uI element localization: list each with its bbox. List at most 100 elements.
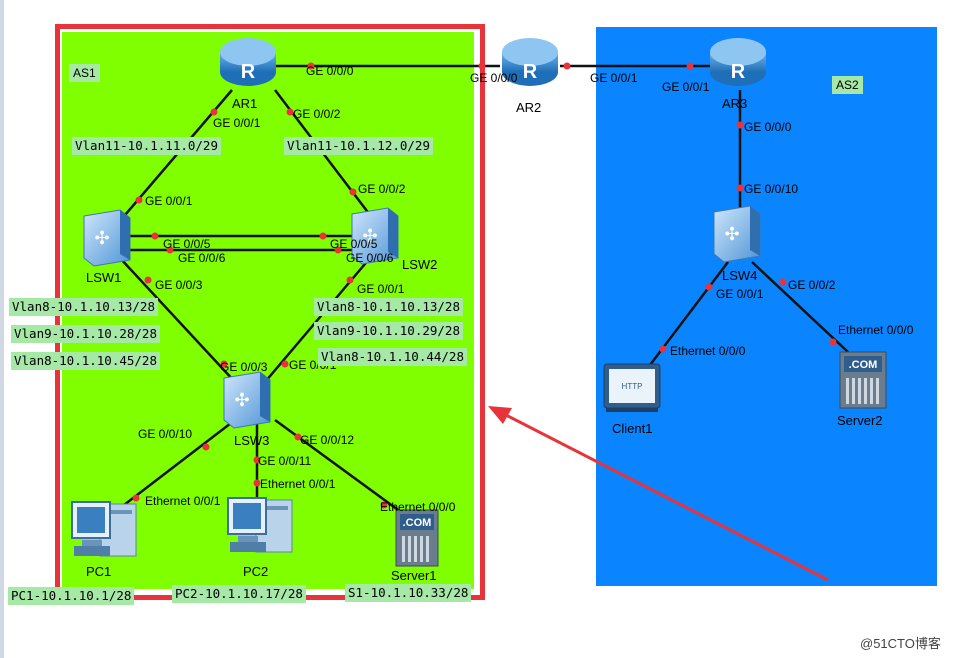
port-dot [563, 62, 571, 70]
router-icon[interactable]: R [502, 38, 558, 86]
left-edge-line [0, 0, 4, 658]
device-name-server2: Server2 [837, 413, 883, 428]
ip-note: PC1-10.1.10.1/28 [8, 587, 135, 605]
port-dot [281, 360, 289, 368]
as2-label: AS2 [832, 76, 863, 94]
port-dot [307, 62, 315, 70]
port-label: GE 0/0/2 [293, 107, 341, 121]
switch-icon[interactable]: ✣ [713, 205, 761, 263]
port-label: Ethernet 0/0/1 [260, 477, 336, 491]
pointer-arrow-shaft [499, 410, 829, 582]
port-dot [151, 232, 159, 240]
port-label: GE 0/0/0 [470, 71, 518, 85]
port-dot [829, 338, 837, 346]
device-name-ar1: AR1 [232, 96, 258, 111]
port-label: GE 0/0/3 [220, 360, 268, 374]
switch-icon[interactable]: ✣ [351, 207, 399, 265]
as1-label: AS1 [69, 64, 100, 82]
device-name-ar2: AR2 [516, 100, 542, 115]
port-dot [286, 108, 294, 116]
port-label: Ethernet 0/0/0 [838, 323, 914, 337]
ip-note: S1-10.1.10.33/28 [345, 584, 472, 602]
port-dot [220, 360, 228, 368]
port-label: GE 0/0/10 [138, 427, 193, 441]
server-badge-text: .COM [403, 517, 432, 529]
port-label: GE 0/0/2 [358, 182, 406, 196]
svg-text:R: R [523, 61, 538, 83]
svg-text:✣: ✣ [362, 226, 377, 246]
port-label: GE 0/0/5 [330, 237, 378, 251]
switch-icon[interactable]: ✣ [223, 371, 271, 429]
port-label: GE 0/0/0 [306, 64, 354, 78]
link-lsw4-server2 [751, 261, 849, 353]
port-dot [144, 276, 152, 284]
port-label: GE 0/0/5 [163, 237, 211, 251]
server-badge-text: .COM [849, 359, 878, 371]
port-label: GE 0/0/2 [788, 278, 836, 292]
port-label: GE 0/0/0 [744, 120, 792, 134]
port-label: GE 0/0/11 [258, 454, 312, 468]
port-label: GE 0/0/12 [300, 433, 355, 447]
port-dot [166, 246, 174, 254]
device-name-lsw4: LSW4 [722, 268, 758, 283]
device-name-pc1: PC1 [86, 564, 112, 579]
watermark: @51CTO博客 [860, 636, 941, 651]
device-name-client1: Client1 [612, 421, 653, 436]
vlan-note: Vlan11-10.1.11.0/29 [72, 137, 221, 155]
port-dot [686, 62, 694, 70]
svg-text:✣: ✣ [234, 390, 249, 410]
port-dot [705, 283, 713, 291]
as2-area [596, 27, 937, 586]
port-label: GE 0/0/3 [155, 278, 203, 292]
link-lsw3-pc1 [119, 419, 236, 509]
device-name-lsw2: LSW2 [402, 257, 438, 272]
vlan-note: Vlan9-10.1.10.28/28 [11, 325, 160, 343]
port-dot [253, 456, 261, 464]
port-label: GE 0/0/1 [662, 80, 710, 94]
port-dot [132, 494, 140, 502]
port-label: GE 0/0/6 [346, 251, 394, 265]
port-dot [478, 62, 486, 70]
router-icon[interactable]: R [710, 38, 766, 86]
pc-icon[interactable] [227, 497, 293, 553]
pc-icon[interactable] [71, 501, 137, 557]
port-label: GE 0/0/1 [145, 194, 193, 208]
port-label: GE 0/0/1 [213, 116, 261, 130]
port-dot [380, 501, 388, 509]
port-dot [319, 232, 327, 240]
server-icon[interactable]: .COM [395, 509, 439, 567]
pointer-arrow-head [488, 406, 512, 424]
svg-text:✣: ✣ [94, 228, 109, 248]
vlan-note: Vlan8-10.1.10.13/28 [9, 298, 158, 316]
vlan-note: Vlan9-10.1.10.29/28 [314, 322, 463, 340]
port-dot [135, 196, 143, 204]
port-dot [659, 345, 667, 353]
switch-icon[interactable]: ✣ [83, 209, 131, 267]
router-icon[interactable]: R [220, 38, 276, 86]
port-dot [294, 433, 302, 441]
port-dot [334, 246, 342, 254]
vlan-note: Vlan8-10.1.10.44/28 [318, 348, 467, 366]
link-lsw1-lsw3 [119, 257, 236, 383]
port-dot [349, 188, 357, 196]
client-badge-text: HTTP [622, 382, 643, 391]
port-label: GE 0/0/10 [744, 182, 799, 196]
port-dot [202, 443, 210, 451]
port-dot [779, 278, 787, 286]
port-dot [736, 121, 744, 129]
port-label: GE 0/0/1 [716, 287, 764, 301]
port-dot [253, 479, 261, 487]
port-label: GE 0/0/1 [357, 282, 405, 296]
server-icon[interactable]: .COM [839, 351, 887, 409]
port-label: Ethernet 0/0/0 [380, 500, 456, 514]
port-dot [210, 108, 218, 116]
port-dot [736, 184, 744, 192]
port-label: Ethernet 0/0/1 [145, 494, 221, 508]
device-name-server1: Server1 [391, 568, 437, 583]
vlan-note: Vlan11-10.1.12.0/29 [284, 137, 433, 155]
vlan-note: Vlan8-10.1.10.45/28 [11, 352, 160, 370]
port-label: GE 0/0/6 [178, 251, 226, 265]
svg-text:R: R [241, 61, 256, 83]
client-icon[interactable]: HTTP [603, 363, 661, 412]
